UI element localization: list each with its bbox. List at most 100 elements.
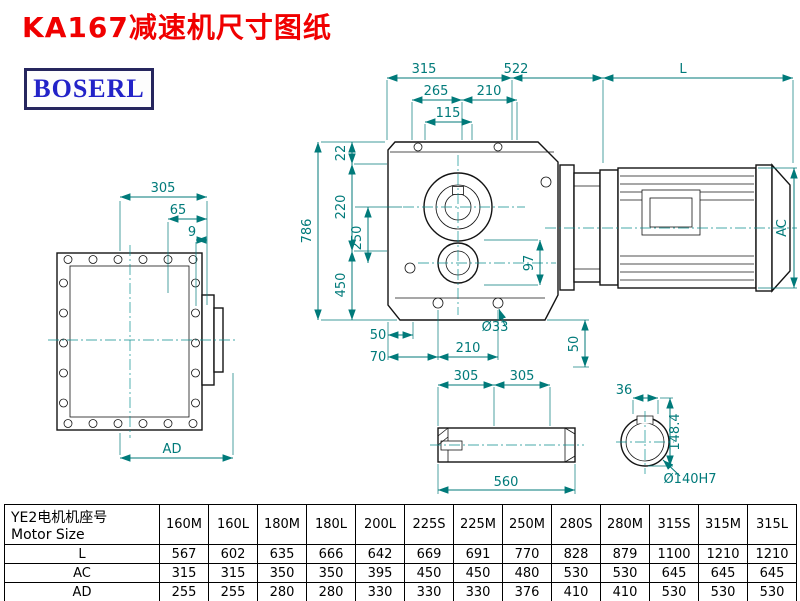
value-cell: 410 xyxy=(551,582,601,601)
value-cell: 635 xyxy=(257,544,307,564)
value-cell: 530 xyxy=(600,563,650,583)
motor-size-header: YE2电机机座号 Motor Size xyxy=(4,504,160,545)
value-cell: 255 xyxy=(208,582,258,601)
value-cell: 280 xyxy=(257,582,307,601)
value-cell: 691 xyxy=(453,544,503,564)
value-cell: 642 xyxy=(355,544,405,564)
row-label: AC xyxy=(4,563,160,583)
column-header: 200L xyxy=(355,504,405,545)
value-cell: 480 xyxy=(502,563,552,583)
column-header: 315L xyxy=(747,504,797,545)
logo-text: BOSERL xyxy=(33,74,145,103)
dim-label: 522 xyxy=(504,62,529,77)
motor-view xyxy=(545,163,797,293)
front-view xyxy=(48,245,238,438)
value-cell: 530 xyxy=(551,563,601,583)
value-cell: 280 xyxy=(306,582,356,601)
value-cell: 1210 xyxy=(747,544,797,564)
front-view-dimensions: 305 65 9 AD xyxy=(119,181,234,462)
dim-label: 210 xyxy=(456,341,481,356)
value-cell: 530 xyxy=(649,582,699,601)
value-cell: 530 xyxy=(698,582,748,601)
dim-label: 265 xyxy=(424,84,449,99)
dim-label: 220 xyxy=(334,195,349,220)
value-cell: 770 xyxy=(502,544,552,564)
bore-dimensions: 36 148.4 Ø140H7 xyxy=(616,383,717,487)
page-title: KA167减速机尺寸图纸 xyxy=(22,11,332,44)
dim-label: AD xyxy=(163,442,182,457)
dim-label: 786 xyxy=(300,219,315,244)
value-cell: 330 xyxy=(453,582,503,601)
dim-label: 148.4 xyxy=(668,413,683,450)
value-cell: 350 xyxy=(257,563,307,583)
side-view-dimensions: 315 522 L 265 210 115 786 22 220 xyxy=(300,62,794,368)
value-cell: 530 xyxy=(747,582,797,601)
dim-label: L xyxy=(679,62,687,77)
row-label: L xyxy=(4,544,160,564)
dim-label: 50 xyxy=(567,336,582,353)
value-cell: 645 xyxy=(698,563,748,583)
value-cell: 330 xyxy=(404,582,454,601)
value-cell: 666 xyxy=(306,544,356,564)
dim-label: 97 xyxy=(522,255,537,272)
shaft-detail xyxy=(430,427,584,463)
dim-label: 315 xyxy=(412,62,437,77)
header-en: Motor Size xyxy=(11,526,85,543)
dim-label: 115 xyxy=(436,106,461,121)
dim-label: Ø33 xyxy=(482,320,509,335)
bore-detail xyxy=(616,411,674,474)
column-header: 315M xyxy=(698,504,748,545)
value-cell: 1100 xyxy=(649,544,699,564)
value-cell: 410 xyxy=(600,582,650,601)
value-cell: 315 xyxy=(208,563,258,583)
value-cell: 330 xyxy=(355,582,405,601)
dim-label: 50 xyxy=(370,328,387,343)
value-cell: 602 xyxy=(208,544,258,564)
value-cell: 879 xyxy=(600,544,650,564)
dim-label: 305 xyxy=(151,181,176,196)
dim-label: 36 xyxy=(616,383,633,398)
column-header: 280S xyxy=(551,504,601,545)
dim-label: 9 xyxy=(188,225,196,240)
dim-label: 210 xyxy=(477,84,502,99)
value-cell: 450 xyxy=(404,563,454,583)
value-cell: 645 xyxy=(747,563,797,583)
value-cell: 645 xyxy=(649,563,699,583)
logo-boserl: BOSERL xyxy=(24,68,154,110)
column-header: 250M xyxy=(502,504,552,545)
side-view xyxy=(387,141,559,321)
column-header: 180L xyxy=(306,504,356,545)
value-cell: 376 xyxy=(502,582,552,601)
dim-label: 450 xyxy=(334,273,349,298)
value-cell: 395 xyxy=(355,563,405,583)
value-cell: 669 xyxy=(404,544,454,564)
column-header: 280M xyxy=(600,504,650,545)
column-header: 225S xyxy=(404,504,454,545)
value-cell: 255 xyxy=(159,582,209,601)
dim-label: 65 xyxy=(170,203,187,218)
column-header: 180M xyxy=(257,504,307,545)
dim-label: 70 xyxy=(370,350,387,365)
row-label: AD xyxy=(4,582,160,601)
dim-label: Ø140H7 xyxy=(663,472,716,487)
dim-label: 305 xyxy=(510,369,535,384)
dim-label: 250 xyxy=(350,226,365,251)
column-header: 315S xyxy=(649,504,699,545)
motor-dimensions: AC xyxy=(758,167,798,289)
value-cell: 315 xyxy=(159,563,209,583)
dim-label: 305 xyxy=(454,369,479,384)
value-cell: 1210 xyxy=(698,544,748,564)
dim-label: AC xyxy=(775,219,790,237)
value-cell: 828 xyxy=(551,544,601,564)
value-cell: 450 xyxy=(453,563,503,583)
dim-label: 22 xyxy=(334,145,349,162)
value-cell: 350 xyxy=(306,563,356,583)
column-header: 160L xyxy=(208,504,258,545)
column-header: 225M xyxy=(453,504,503,545)
